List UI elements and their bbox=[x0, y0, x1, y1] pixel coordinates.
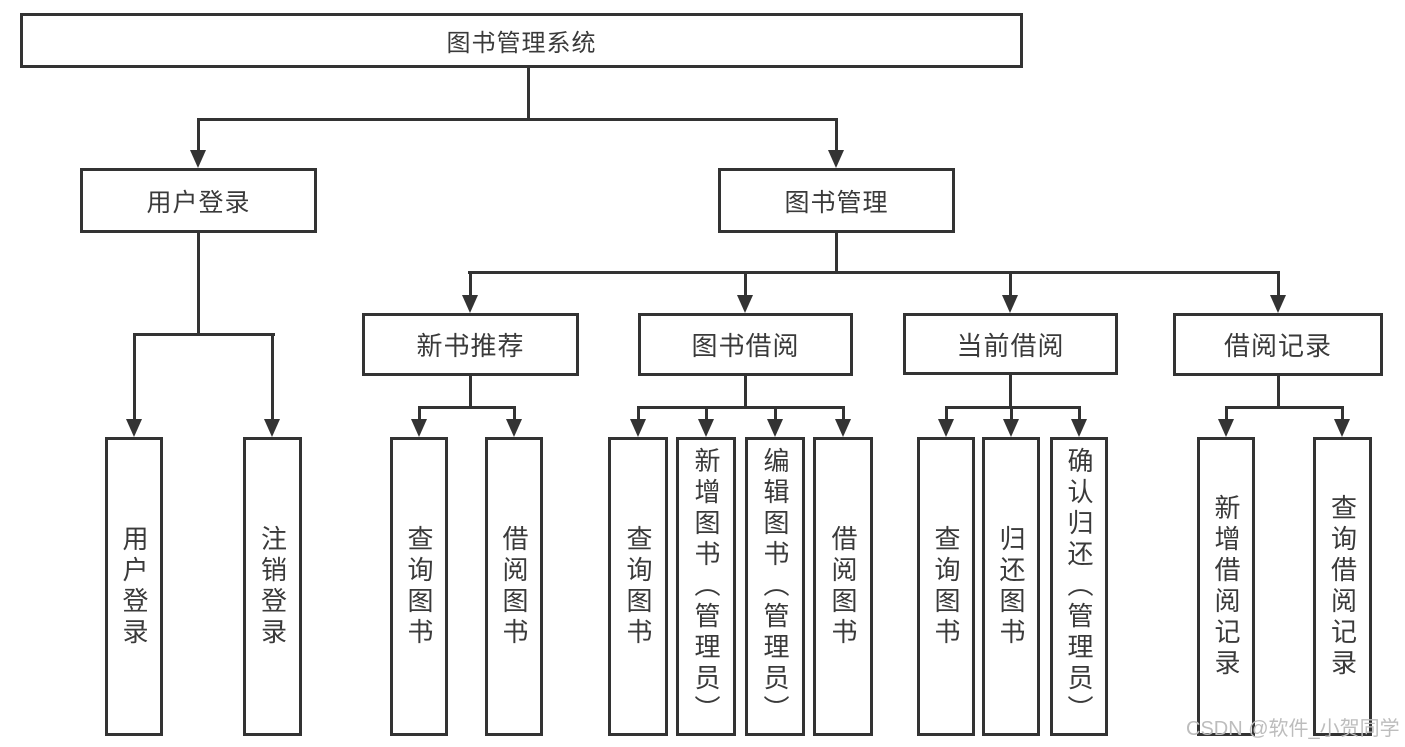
leaf-add-borrow-record: 新增借阅记录 bbox=[1197, 437, 1255, 736]
leaf-query-books-borrow: 查询图书 bbox=[608, 437, 668, 736]
connector-line bbox=[468, 271, 1280, 274]
leaf-logout: 注销登录 bbox=[243, 437, 302, 736]
connector-line bbox=[197, 118, 200, 154]
connector-line bbox=[271, 333, 274, 421]
leaf-borrow-books-recommend: 借阅图书 bbox=[485, 437, 543, 736]
connector-line bbox=[133, 333, 275, 336]
leaf-edit-books-admin: 编辑图书（管理员） bbox=[745, 437, 805, 736]
leaf-confirm-return-admin: 确认归还（管理员） bbox=[1050, 437, 1108, 736]
arrow-down-icon bbox=[938, 419, 954, 437]
node-book-management-branch: 图书管理 bbox=[718, 168, 955, 233]
arrow-down-icon bbox=[1270, 295, 1286, 313]
connector-line bbox=[1078, 406, 1081, 420]
csdn-watermark: CSDN @软件_小贺同学 bbox=[1186, 718, 1400, 740]
connector-line bbox=[513, 406, 516, 420]
connector-line bbox=[744, 375, 747, 408]
connector-line bbox=[774, 406, 777, 420]
leaf-user-login: 用户登录 bbox=[105, 437, 163, 736]
connector-line bbox=[1010, 406, 1013, 420]
arrow-down-icon bbox=[630, 419, 646, 437]
leaf-query-books-current: 查询图书 bbox=[917, 437, 975, 736]
connector-line bbox=[1225, 406, 1344, 409]
connector-line bbox=[197, 233, 200, 335]
connector-line bbox=[835, 118, 838, 154]
connector-line bbox=[945, 406, 948, 420]
node-root-system: 图书管理系统 bbox=[20, 13, 1023, 68]
leaf-borrow-books: 借阅图书 bbox=[813, 437, 873, 736]
arrow-down-icon bbox=[462, 295, 478, 313]
connector-line bbox=[1009, 375, 1012, 408]
arrow-down-icon bbox=[1003, 419, 1019, 437]
arrow-down-icon bbox=[1334, 419, 1350, 437]
connector-line bbox=[705, 406, 708, 420]
node-new-book-recommend: 新书推荐 bbox=[362, 313, 579, 376]
arrow-down-icon bbox=[835, 419, 851, 437]
connector-line bbox=[637, 406, 640, 420]
connector-line bbox=[418, 406, 516, 409]
arrow-down-icon bbox=[1002, 295, 1018, 313]
arrow-down-icon bbox=[737, 295, 753, 313]
arrow-down-icon bbox=[698, 419, 714, 437]
node-current-borrow: 当前借阅 bbox=[903, 313, 1118, 375]
leaf-add-books-admin: 新增图书（管理员） bbox=[676, 437, 736, 736]
connector-line bbox=[1277, 271, 1280, 297]
arrow-down-icon bbox=[190, 150, 206, 168]
connector-line bbox=[842, 406, 845, 420]
connector-line bbox=[197, 118, 838, 121]
connector-line bbox=[835, 233, 838, 273]
connector-line bbox=[469, 375, 472, 408]
leaf-return-books: 归还图书 bbox=[982, 437, 1040, 736]
connector-line bbox=[133, 333, 136, 421]
arrow-down-icon bbox=[264, 419, 280, 437]
connector-line bbox=[469, 271, 472, 297]
arrow-down-icon bbox=[828, 150, 844, 168]
node-borrow-records: 借阅记录 bbox=[1173, 313, 1383, 376]
leaf-query-books-recommend: 查询图书 bbox=[390, 437, 448, 736]
arrow-down-icon bbox=[767, 419, 783, 437]
connector-line bbox=[637, 406, 845, 409]
connector-line bbox=[1277, 375, 1280, 408]
connector-line bbox=[1341, 406, 1344, 420]
arrow-down-icon bbox=[1071, 419, 1087, 437]
arrow-down-icon bbox=[411, 419, 427, 437]
arrow-down-icon bbox=[506, 419, 522, 437]
node-book-borrow: 图书借阅 bbox=[638, 313, 853, 376]
node-user-login-branch: 用户登录 bbox=[80, 168, 317, 233]
arrow-down-icon bbox=[126, 419, 142, 437]
connector-line bbox=[1225, 406, 1228, 420]
connector-line bbox=[1009, 271, 1012, 297]
connector-line bbox=[744, 271, 747, 297]
connector-line bbox=[527, 68, 530, 121]
connector-line bbox=[418, 406, 421, 420]
leaf-query-borrow-record: 查询借阅记录 bbox=[1313, 437, 1372, 736]
arrow-down-icon bbox=[1218, 419, 1234, 437]
